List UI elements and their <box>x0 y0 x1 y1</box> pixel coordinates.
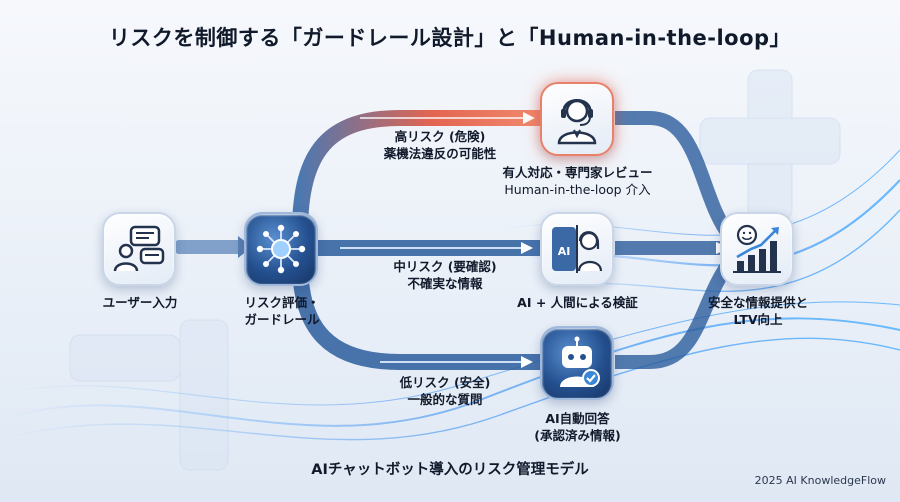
connector-input-guard <box>175 236 252 258</box>
path-merge-low <box>615 257 736 369</box>
label-ai-auto-line2: (承認済み情報) <box>534 428 621 443</box>
copyright-text: 2025 AI KnowledgeFlow <box>754 474 886 487</box>
label-guardrail-line1: リスク評価・ <box>244 295 320 310</box>
decorative-cross-icon <box>69 319 229 471</box>
diagram-caption: AIチャットボット導入のリスク管理モデル <box>311 462 589 478</box>
label-human-review: 有人対応・専門家レビュー Human-in-the-loop 介入 <box>495 164 660 198</box>
arrow-high-risk <box>523 112 535 124</box>
network-hub-icon <box>256 224 306 274</box>
chat-user-icon <box>113 225 165 272</box>
label-high-risk: 高リスク (危険) 薬機法違反の可能性 <box>370 128 510 162</box>
label-result: 安全な情報提供と LTV向上 <box>693 294 823 328</box>
label-ai-human-check: AI + 人間による検証 <box>517 295 638 310</box>
label-ai-auto-line1: AI自動回答 <box>545 411 610 426</box>
robot-check-icon <box>560 336 600 387</box>
decorative-cross-icon <box>699 69 841 221</box>
label-result-line2: LTV向上 <box>733 312 783 327</box>
ai-human-split-icon: AI <box>552 225 603 273</box>
arrow-mid-risk <box>521 242 533 254</box>
operator-headset-icon <box>557 99 597 145</box>
label-human-review-line2: Human-in-the-loop 介入 <box>504 182 651 197</box>
node-result <box>720 212 794 286</box>
path-merge-high <box>615 111 736 241</box>
label-low-risk: 低リスク (安全) 一般的な質問 <box>375 374 515 408</box>
ai-text-mark: AI <box>558 245 571 258</box>
label-low-risk-line2: 一般的な質問 <box>407 392 483 407</box>
label-high-risk-line2: 薬機法違反の可能性 <box>383 146 497 161</box>
label-result-line1: 安全な情報提供と <box>707 295 808 310</box>
label-mid-risk: 中リスク (要確認) 不確実な情報 <box>375 258 515 292</box>
node-ai-human-check: AI <box>540 212 614 286</box>
node-human-review <box>540 82 614 156</box>
arrow-low-risk <box>521 356 533 368</box>
page-title: リスクを制御する「ガードレール設計」と「Human-in-the-loop」 <box>108 26 792 50</box>
node-ai-auto-answer <box>540 326 614 400</box>
label-guardrail-line2: ガードレール <box>244 312 320 327</box>
label-mid-risk-line1: 中リスク (要確認) <box>393 259 497 274</box>
node-guardrail <box>244 212 318 286</box>
label-ai-auto-answer: AI自動回答 (承認済み情報) <box>510 410 645 444</box>
label-user-input: ユーザー入力 <box>102 295 178 310</box>
growth-chart-icon <box>733 224 781 273</box>
label-mid-risk-line2: 不確実な情報 <box>407 276 483 291</box>
label-human-review-line1: 有人対応・専門家レビュー <box>502 165 653 180</box>
label-high-risk-line1: 高リスク (危険) <box>394 129 486 144</box>
label-guardrail: リスク評価・ ガードレール <box>222 294 342 328</box>
label-low-risk-line1: 低リスク (安全) <box>399 375 491 390</box>
node-user-input <box>102 212 176 286</box>
